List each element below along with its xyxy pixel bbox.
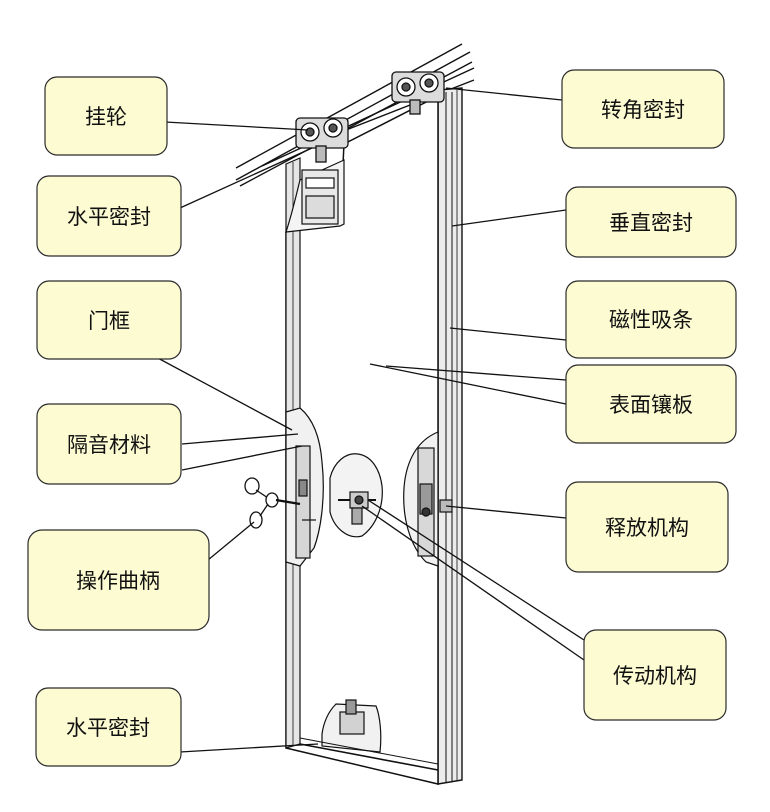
operating-crank-drawing: [244, 477, 301, 529]
callout-horizontal-seal-top: 水平密封: [36, 175, 182, 257]
callout-release-mechanism: 释放机构: [565, 481, 729, 573]
callout-label: 门框: [88, 309, 130, 333]
callout-label: 磁性吸条: [609, 308, 693, 332]
leader-surface-panel: [369, 363, 567, 405]
callout-hanger-wheel: 挂轮: [44, 76, 168, 156]
right-cutaway: [403, 431, 453, 567]
callout-corner-seal: 转角密封: [561, 69, 725, 149]
leader-hanger-wheel: [164, 121, 309, 131]
callout-door-frame: 门框: [36, 280, 182, 360]
leader-release-mechanism: [445, 505, 567, 519]
callout-label: 水平密封: [67, 205, 151, 229]
leader-horizontal-seal-bottom: [179, 743, 319, 753]
callout-label: 操作曲柄: [76, 569, 160, 593]
leader-soundproof-material: [181, 433, 299, 445]
callout-label: 释放机构: [605, 516, 689, 540]
callout-transmission-mechanism: 传动机构: [583, 629, 727, 721]
hanger-wheel-right: [391, 71, 445, 115]
callout-vertical-seal: 垂直密封: [565, 186, 737, 258]
callout-label: 挂轮: [85, 105, 127, 129]
callout-soundproof-material: 隔音材料: [36, 403, 182, 485]
callout-label: 垂直密封: [609, 211, 693, 235]
leader-soundproof-material-2: [181, 445, 303, 471]
callout-horizontal-seal-bottom: 水平密封: [35, 687, 182, 767]
bottom-cutaway: [299, 699, 439, 771]
callout-magnetic-strip: 磁性吸条: [565, 280, 737, 359]
hanger-wheel-left: [295, 117, 349, 163]
callout-label: 隔音材料: [67, 433, 151, 457]
callout-label: 表面镶板: [609, 393, 693, 417]
leader-transmission-mechanism-2: [367, 499, 585, 641]
leader-surface-panel-2: [385, 365, 567, 381]
leader-lines: [153, 87, 585, 753]
center-cutaway: [329, 453, 383, 538]
callout-label: 转角密封: [601, 98, 685, 122]
leader-door-frame: [153, 355, 293, 431]
leader-transmission-mechanism: [361, 505, 585, 661]
callout-label: 水平密封: [66, 716, 150, 740]
leader-magnetic-strip: [449, 327, 567, 341]
callout-label: 传动机构: [613, 664, 697, 688]
leader-corner-seal: [445, 87, 563, 101]
callout-operating-crank: 操作曲柄: [27, 529, 210, 631]
leader-horizontal-seal-top: [179, 147, 313, 209]
top-cutaway: [285, 159, 345, 233]
leader-operating-crank: [207, 521, 255, 561]
callout-surface-panel: 表面镶板: [565, 364, 737, 444]
leader-vertical-seal: [451, 209, 567, 227]
